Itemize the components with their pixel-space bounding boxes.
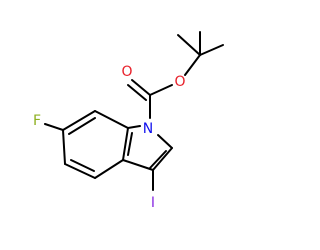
bond-c7a-n [127, 125, 141, 129]
bond-c4-c5-inner [70, 159, 95, 172]
bond-c2-c3-inner [149, 150, 167, 169]
atom-n-label: N [143, 121, 153, 137]
atom-o-ester-label: O [174, 74, 185, 90]
bond-c3-c3a [122, 159, 154, 171]
bond-carbonyl-double-b [127, 84, 147, 101]
bond-o-ester-carbonyl-c [149, 84, 173, 96]
bond-c6-f [44, 123, 64, 131]
bond-tbu-c-right [199, 44, 224, 56]
molecule-diagram: F N O O I [33, 31, 224, 211]
bond-tbu-o-ester [184, 54, 201, 76]
bond-c6-c7-inner [68, 117, 96, 135]
structure-canvas: F N O O I [33, 31, 224, 211]
atom-o-carbonyl-label: O [121, 64, 132, 80]
atom-i-label: I [151, 195, 155, 211]
bond-n-c2 [157, 134, 173, 149]
bond-carbonyl-double-a [131, 79, 151, 96]
bond-c5-c6 [62, 129, 66, 165]
bond-c7a-c7a-inner [127, 132, 133, 156]
bond-c7a-c3a [122, 127, 129, 161]
atom-f-label: F [33, 113, 41, 129]
bond-c2-c3 [152, 147, 173, 171]
bond-tbu-c-left [177, 34, 201, 56]
bond-c7-c7a [94, 110, 129, 129]
bond-c4-c5 [64, 163, 96, 179]
bond-c6-c7 [62, 110, 96, 131]
bond-c3a-c4 [94, 159, 124, 179]
